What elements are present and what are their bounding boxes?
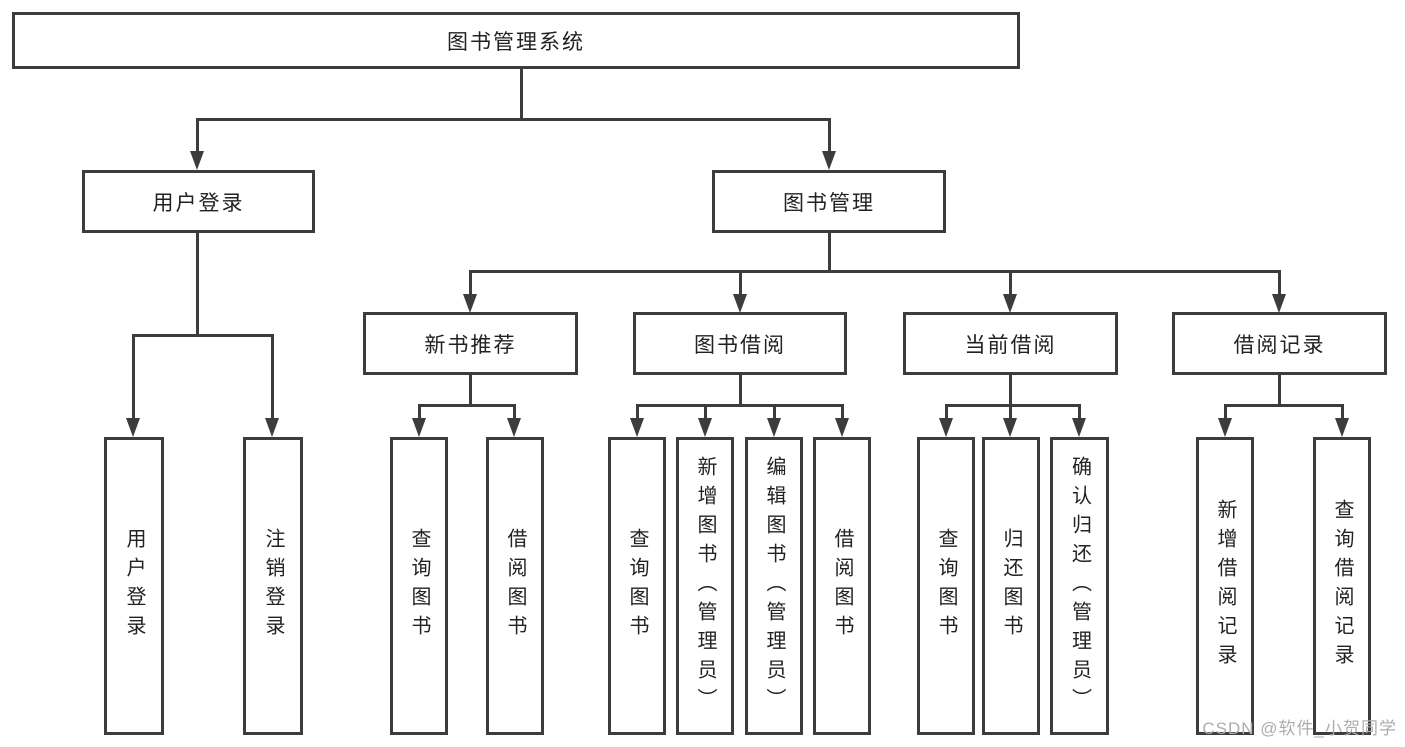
connector-currentborrow-bar	[945, 404, 1080, 407]
leaf-user-login: 用户登录	[104, 437, 164, 735]
leaf-bookborrow-borrow-books-label: 借阅图书	[831, 528, 853, 644]
connector-userlogin-stem	[196, 233, 199, 336]
connector-bookborrow-stem	[739, 375, 742, 407]
leaf-currentborrow-return-books: 归还图书	[982, 437, 1040, 735]
connector-bookmgmt-drop-4	[1278, 270, 1281, 297]
connector-newbook-bar	[418, 404, 516, 407]
leaf-bookborrow-add-books-admin-label: 新增图书（管理员）	[694, 455, 716, 717]
connector-root-bar	[196, 118, 831, 121]
leaf-user-login-label: 用户登录	[123, 528, 145, 644]
connector-borrowrecords-bar	[1224, 404, 1344, 407]
arrow-to-new-book-recommend	[463, 294, 477, 313]
connector-bookborrow-drop-2	[704, 404, 707, 420]
arrow-to-borrow-records	[1272, 294, 1286, 313]
arrow-bookborrow-leaf-1	[630, 418, 644, 437]
connector-borrowrecords-stem	[1278, 375, 1281, 407]
leaf-records-query-record-label: 查询借阅记录	[1331, 499, 1353, 673]
leaf-bookborrow-borrow-books: 借阅图书	[813, 437, 871, 735]
connector-bookmgmt-drop-1	[469, 270, 472, 297]
connector-currentborrow-stem	[1009, 375, 1012, 407]
arrow-borrowrecords-leaf-2	[1335, 418, 1349, 437]
leaf-currentborrow-return-books-label: 归还图书	[1000, 528, 1022, 644]
leaf-currentborrow-confirm-return-admin-label: 确认归还（管理员）	[1068, 455, 1091, 717]
leaf-currentborrow-query-books-label: 查询图书	[935, 528, 957, 644]
connector-userlogin-drop-2	[271, 334, 274, 420]
node-book-borrow-label: 图书借阅	[694, 333, 786, 357]
leaf-newbook-borrow-books-label: 借阅图书	[504, 528, 526, 644]
arrow-to-book-management	[822, 151, 836, 170]
connector-bookborrow-drop-1	[636, 404, 639, 420]
node-user-login: 用户登录	[82, 170, 315, 233]
node-borrow-records: 借阅记录	[1172, 312, 1387, 375]
arrow-to-current-borrow	[1003, 294, 1017, 313]
node-new-book-recommend: 新书推荐	[363, 312, 578, 375]
leaf-bookborrow-query-books-label: 查询图书	[626, 528, 648, 644]
leaf-newbook-query-books-label: 查询图书	[408, 528, 430, 644]
connector-newbook-drop-2	[513, 404, 516, 420]
connector-bookmgmt-stem	[828, 233, 831, 273]
connector-bookmgmt-drop-2	[739, 270, 742, 297]
leaf-bookborrow-add-books-admin: 新增图书（管理员）	[676, 437, 734, 735]
leaf-bookborrow-query-books: 查询图书	[608, 437, 666, 735]
node-borrow-records-label: 借阅记录	[1233, 333, 1326, 357]
leaf-logout: 注销登录	[243, 437, 303, 735]
connector-currentborrow-drop-1	[945, 404, 948, 420]
csdn-watermark: CSDN @软件_小贺同学	[1202, 719, 1397, 738]
connector-currentborrow-drop-3	[1078, 404, 1081, 420]
leaf-bookborrow-edit-books-admin-label: 编辑图书（管理员）	[763, 455, 785, 717]
node-current-borrow-label: 当前借阅	[964, 333, 1057, 357]
leaf-currentborrow-confirm-return-admin: 确认归还（管理员）	[1050, 437, 1109, 735]
arrow-bookborrow-leaf-3	[767, 418, 781, 437]
connector-bookmgmt-bar	[469, 270, 1281, 273]
arrow-bookborrow-leaf-2	[698, 418, 712, 437]
arrow-to-leaf-user-login	[126, 418, 140, 437]
node-current-borrow: 当前借阅	[903, 312, 1118, 375]
arrow-currentborrow-leaf-1	[939, 418, 953, 437]
arrow-borrowrecords-leaf-1	[1218, 418, 1232, 437]
connector-newbook-stem	[469, 375, 472, 407]
leaf-records-add-record: 新增借阅记录	[1196, 437, 1254, 735]
arrow-bookborrow-leaf-4	[835, 418, 849, 437]
arrow-currentborrow-leaf-3	[1072, 418, 1086, 437]
node-book-management: 图书管理	[712, 170, 946, 233]
connector-newbook-drop-1	[418, 404, 421, 420]
leaf-records-query-record: 查询借阅记录	[1313, 437, 1371, 735]
arrow-to-book-borrow	[733, 294, 747, 313]
node-book-borrow: 图书借阅	[633, 312, 847, 375]
node-book-management-label: 图书管理	[783, 191, 875, 215]
leaf-records-add-record-label: 新增借阅记录	[1214, 499, 1236, 673]
node-root: 图书管理系统	[12, 12, 1020, 69]
connector-currentborrow-drop-2	[1009, 404, 1012, 420]
connector-bookborrow-drop-3	[773, 404, 776, 420]
leaf-bookborrow-edit-books-admin: 编辑图书（管理员）	[745, 437, 803, 735]
connector-root-left-drop	[196, 118, 199, 153]
connector-bookmgmt-drop-3	[1009, 270, 1012, 297]
arrow-to-user-login	[190, 151, 204, 170]
connector-bookborrow-bar	[636, 404, 844, 407]
leaf-newbook-query-books: 查询图书	[390, 437, 448, 735]
arrow-to-leaf-logout	[265, 418, 279, 437]
node-root-label: 图书管理系统	[447, 30, 585, 54]
node-user-login-label: 用户登录	[152, 191, 245, 215]
connector-borrowrecords-drop-1	[1224, 404, 1227, 420]
connector-bookborrow-drop-4	[841, 404, 844, 420]
connector-userlogin-bar	[132, 334, 274, 337]
arrow-newbook-leaf-2	[507, 418, 521, 437]
connector-borrowrecords-drop-2	[1341, 404, 1344, 420]
arrow-currentborrow-leaf-2	[1003, 418, 1017, 437]
leaf-logout-label: 注销登录	[262, 528, 284, 644]
connector-userlogin-drop-1	[132, 334, 135, 420]
leaf-currentborrow-query-books: 查询图书	[917, 437, 975, 735]
arrow-newbook-leaf-1	[412, 418, 426, 437]
connector-root-stem	[520, 68, 523, 120]
connector-root-right-drop	[828, 118, 831, 153]
node-new-book-recommend-label: 新书推荐	[424, 333, 517, 357]
leaf-newbook-borrow-books: 借阅图书	[486, 437, 544, 735]
